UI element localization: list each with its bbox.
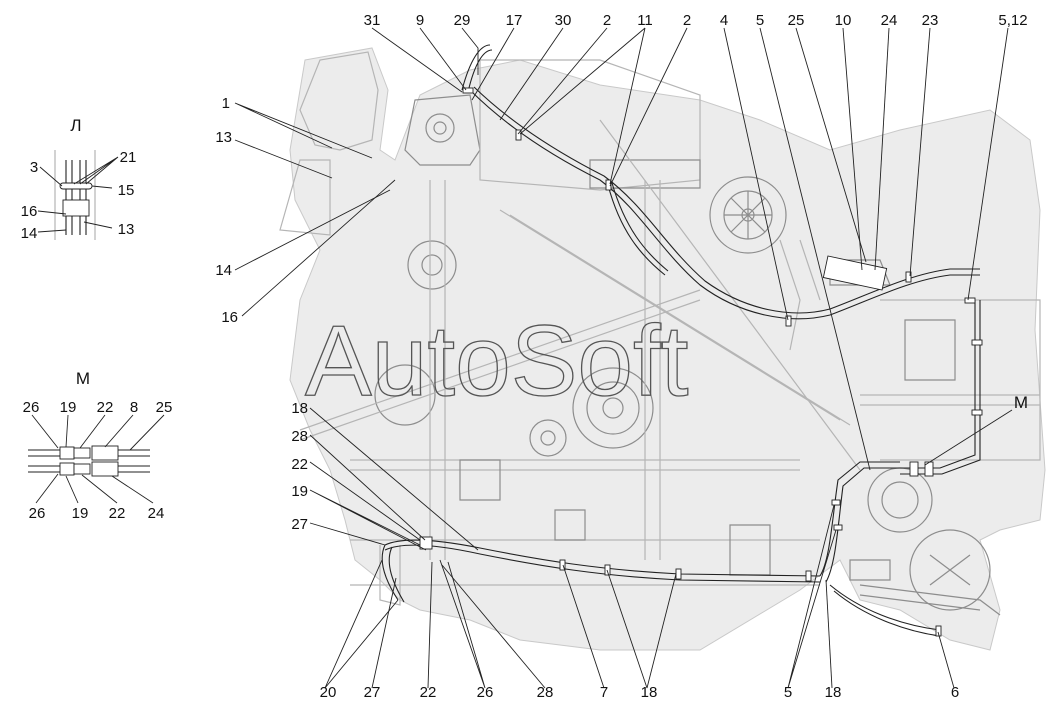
callout-label: 27 xyxy=(291,516,308,533)
callout-label: 16 xyxy=(21,203,38,220)
callout-label: 19 xyxy=(291,483,308,500)
callout-label: 13 xyxy=(215,129,232,146)
callout-label: 24 xyxy=(148,505,165,522)
inset-view-m: М 26 19 22 8 25 26 19 22 24 xyxy=(23,369,173,522)
callout-label: 22 xyxy=(420,684,437,701)
callout-label: 26 xyxy=(477,684,494,701)
callout-label: 16 xyxy=(221,309,238,326)
callout-label: 19 xyxy=(72,505,89,522)
view-l-title: Л xyxy=(70,116,81,135)
callout-label: 22 xyxy=(291,456,308,473)
callout-label: 9 xyxy=(416,12,424,29)
callout-label: 7 xyxy=(600,684,608,701)
callout-label: 23 xyxy=(922,12,939,29)
callout-label: 5 xyxy=(784,684,792,701)
callout-label: 10 xyxy=(835,12,852,29)
main-callouts: 31 9 29 17 30 2 11 2 4 5 25 10 24 23 5,1… xyxy=(215,12,1028,701)
callout-label: 29 xyxy=(454,12,471,29)
callout-label: 14 xyxy=(21,225,38,242)
view-m-marker: М xyxy=(1014,393,1028,412)
callout-label: 2 xyxy=(603,12,611,29)
callout-label: 18 xyxy=(641,684,658,701)
hose-clamps xyxy=(419,87,983,637)
callout-label: 21 xyxy=(120,149,137,166)
callout-label: 30 xyxy=(555,12,572,29)
clamp-marker xyxy=(515,129,522,141)
callout-label: 31 xyxy=(364,12,381,29)
callout-label: 1 xyxy=(222,95,230,112)
callout-label: 26 xyxy=(23,399,40,416)
callout-label: 3 xyxy=(30,159,38,176)
leader-lines xyxy=(234,27,1013,689)
watermark: AutoSoft xyxy=(305,305,689,417)
callout-label: 18 xyxy=(825,684,842,701)
callout-label: 28 xyxy=(291,428,308,445)
hose-lines xyxy=(381,44,981,637)
callout-label: 4 xyxy=(720,12,728,29)
callout-label: 25 xyxy=(156,399,173,416)
callout-label: 15 xyxy=(118,182,135,199)
callout-label: 8 xyxy=(130,399,138,416)
inset-view-l: Л 3 21 15 16 13 14 xyxy=(21,116,137,242)
callout-label: 25 xyxy=(788,12,805,29)
callout-label: 6 xyxy=(951,684,959,701)
callout-label: 19 xyxy=(60,399,77,416)
callout-label: 11 xyxy=(637,12,653,29)
callout-label: 20 xyxy=(320,684,337,701)
callout-label: 22 xyxy=(97,399,114,416)
callout-label: 5,12 xyxy=(998,12,1027,29)
callout-label: 2 xyxy=(683,12,691,29)
callout-label: 22 xyxy=(109,505,126,522)
callout-label: 27 xyxy=(364,684,381,701)
callout-label: 18 xyxy=(291,400,308,417)
callout-label: 24 xyxy=(881,12,898,29)
callout-label: 26 xyxy=(29,505,46,522)
callout-label: 28 xyxy=(537,684,554,701)
callout-label: 17 xyxy=(506,12,523,29)
callout-label: 14 xyxy=(215,262,232,279)
callout-label: 13 xyxy=(118,221,135,238)
callout-label: 5 xyxy=(756,12,764,29)
view-m-title: М xyxy=(76,369,90,388)
